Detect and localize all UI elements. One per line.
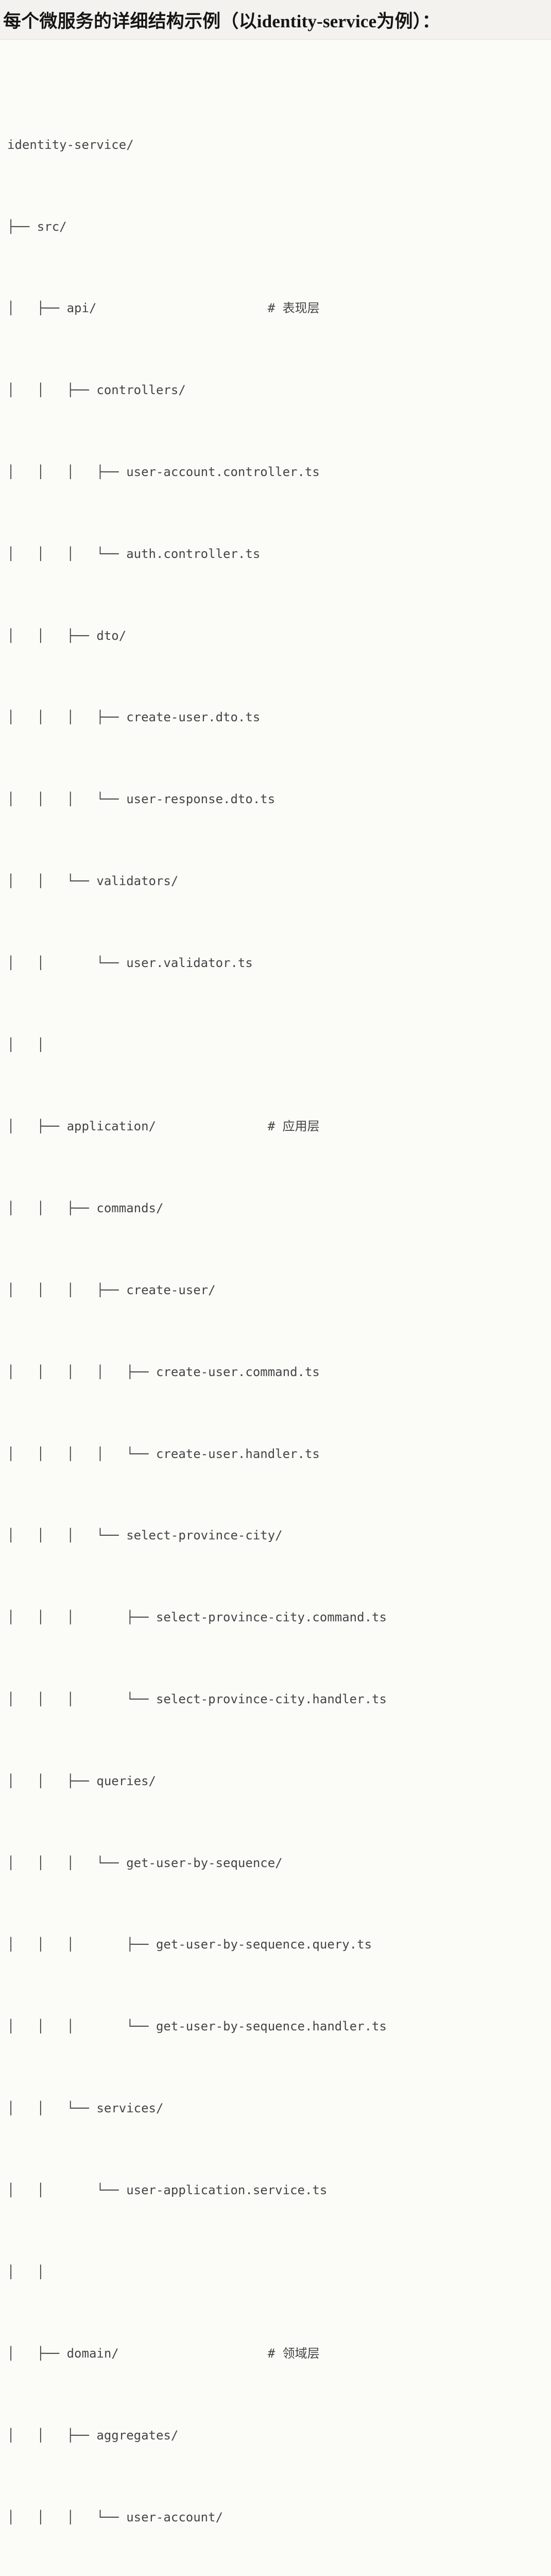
tree-line: │ │ ├── commands/ [7,1201,164,1216]
tree-line: │ │ │ └── user-account/ [7,2510,223,2524]
tree-line: │ │ ├── aggregates/ [7,2428,179,2443]
tree-line: │ ├── api/ # 表现层 [7,301,320,316]
tree-line: │ ├── application/ # 应用层 [7,1119,320,1134]
tree-line: │ │ │ ├── get-user-by-sequence.query.ts [7,1937,372,1952]
tree-line: │ │ │ └── get-user-by-sequence/ [7,1855,283,1870]
tree-line: │ │ ├── queries/ [7,1773,156,1788]
tree-line: │ │ │ ├── create-user.dto.ts [7,710,261,725]
tree-line: │ │ └── validators/ [7,873,179,888]
tree-line: │ │ ├── dto/ [7,628,127,643]
tree-line: │ │ │ │ ├── create-user.command.ts [7,1364,320,1379]
tree-line: │ │ │ └── select-province-city.handler.t… [7,1691,387,1706]
tree-line: ├── src/ [7,219,67,234]
tree-line: │ │ │ └── auth.controller.ts [7,546,261,561]
tree-line: │ │ └── services/ [7,2100,164,2115]
tree-line: │ │ │ ├── create-user/ [7,1282,216,1297]
tree-line: │ │ └── user-application.service.ts [7,2182,328,2197]
tree-line: │ │ └── user.validator.ts [7,955,253,970]
tree-line: │ │ ├── controllers/ [7,383,186,398]
tree-line: │ │ │ ├── select-province-city.command.t… [7,1610,387,1625]
tree-line: │ │ │ └── select-province-city/ [7,1528,283,1543]
code-block: identity-service/ ├── src/ │ ├── api/ # … [0,39,551,2576]
page-title: 每个微服务的详细结构示例（以identity-service为例）： [3,11,440,31]
tree-line: │ │ │ └── get-user-by-sequence.handler.t… [7,2019,387,2034]
tree-line: │ │ │ └── user-response.dto.ts [7,792,276,807]
tree-line: │ │ │ ├── user-account.controller.ts [7,465,320,479]
directory-tree: identity-service/ ├── src/ │ ├── api/ # … [7,53,546,2576]
tree-line: │ ├── domain/ # 领域层 [7,2346,320,2361]
tree-line: identity-service/ [7,137,134,152]
tree-line: │ │ │ │ └── create-user.handler.ts [7,1446,320,1461]
document-page: 每个微服务的详细结构示例（以identity-service为例）： ident… [0,10,551,2576]
tree-line: │ │ [7,2264,45,2279]
tree-line: │ │ [7,1037,45,1052]
